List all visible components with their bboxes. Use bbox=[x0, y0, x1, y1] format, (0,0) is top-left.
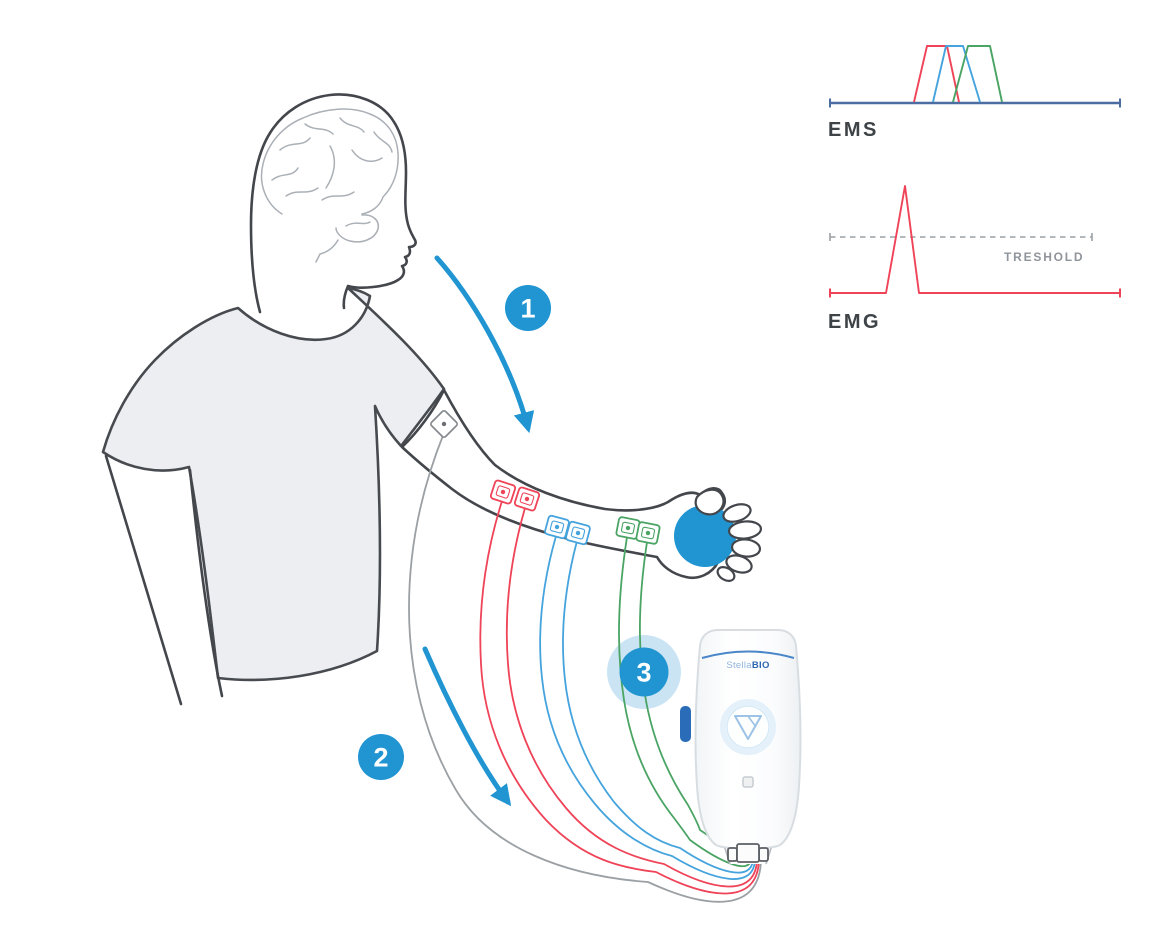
device-brand-bold: BIO bbox=[752, 660, 770, 671]
device-brand: StellaBIO bbox=[726, 660, 769, 671]
device-cap-line bbox=[701, 650, 795, 659]
step-badges: 1 2 3 bbox=[358, 285, 669, 780]
left-arm bbox=[104, 454, 224, 706]
wire-blue-1 bbox=[539, 535, 756, 880]
threshold-line bbox=[829, 233, 1093, 241]
step-badge-1-number: 1 bbox=[520, 294, 535, 324]
brain-illustration bbox=[260, 108, 399, 263]
electrode-blue-2 bbox=[565, 520, 591, 546]
ems-pulse-green bbox=[952, 45, 1003, 103]
electrode-cables bbox=[408, 432, 762, 903]
emg-chart: TRESHOLD EMG bbox=[828, 185, 1121, 333]
arrow-step-1 bbox=[434, 255, 535, 434]
ems-pulse-blue bbox=[932, 45, 981, 103]
wire-gray bbox=[408, 432, 762, 903]
electrodes bbox=[430, 410, 661, 546]
head-outline bbox=[249, 93, 417, 314]
electrode-upper-arm bbox=[430, 410, 458, 438]
step-badge-2-number: 2 bbox=[373, 743, 388, 773]
hand-fingers bbox=[694, 488, 763, 582]
device-logo bbox=[720, 699, 776, 755]
ems-label: EMS bbox=[828, 119, 879, 141]
arrow-step-2 bbox=[422, 646, 512, 807]
wire-red-2 bbox=[505, 507, 758, 888]
grip-ball bbox=[674, 505, 736, 567]
wire-blue-2 bbox=[562, 540, 754, 874]
ems-baseline bbox=[829, 98, 1121, 108]
step-badge-3-number: 3 bbox=[636, 658, 651, 688]
ems-chart: EMS bbox=[828, 45, 1121, 141]
wire-red-1 bbox=[479, 500, 760, 895]
step-badge-2: 2 bbox=[358, 734, 404, 780]
electrode-green-2 bbox=[635, 521, 661, 545]
tshirt bbox=[101, 286, 446, 682]
electrode-red-2 bbox=[513, 486, 541, 512]
stim-device: StellaBIO bbox=[680, 629, 802, 865]
threshold-label: TRESHOLD bbox=[1004, 250, 1084, 264]
device-brand-light: Stella bbox=[726, 660, 752, 671]
ems-pulse-red bbox=[913, 45, 960, 103]
device-connector-plug bbox=[727, 843, 769, 863]
person-figure bbox=[101, 93, 763, 706]
electrode-blue-1 bbox=[544, 514, 570, 540]
electrode-red-1 bbox=[489, 479, 517, 505]
device-mode-button bbox=[742, 776, 754, 788]
flow-arrows bbox=[422, 255, 535, 807]
emg-label: EMG bbox=[828, 311, 881, 333]
step-badge-3: 3 bbox=[619, 647, 669, 697]
device-side-button bbox=[680, 706, 691, 742]
emg-trace bbox=[829, 185, 1121, 298]
step-badge-1: 1 bbox=[505, 285, 551, 331]
wire-green-1 bbox=[618, 536, 752, 868]
